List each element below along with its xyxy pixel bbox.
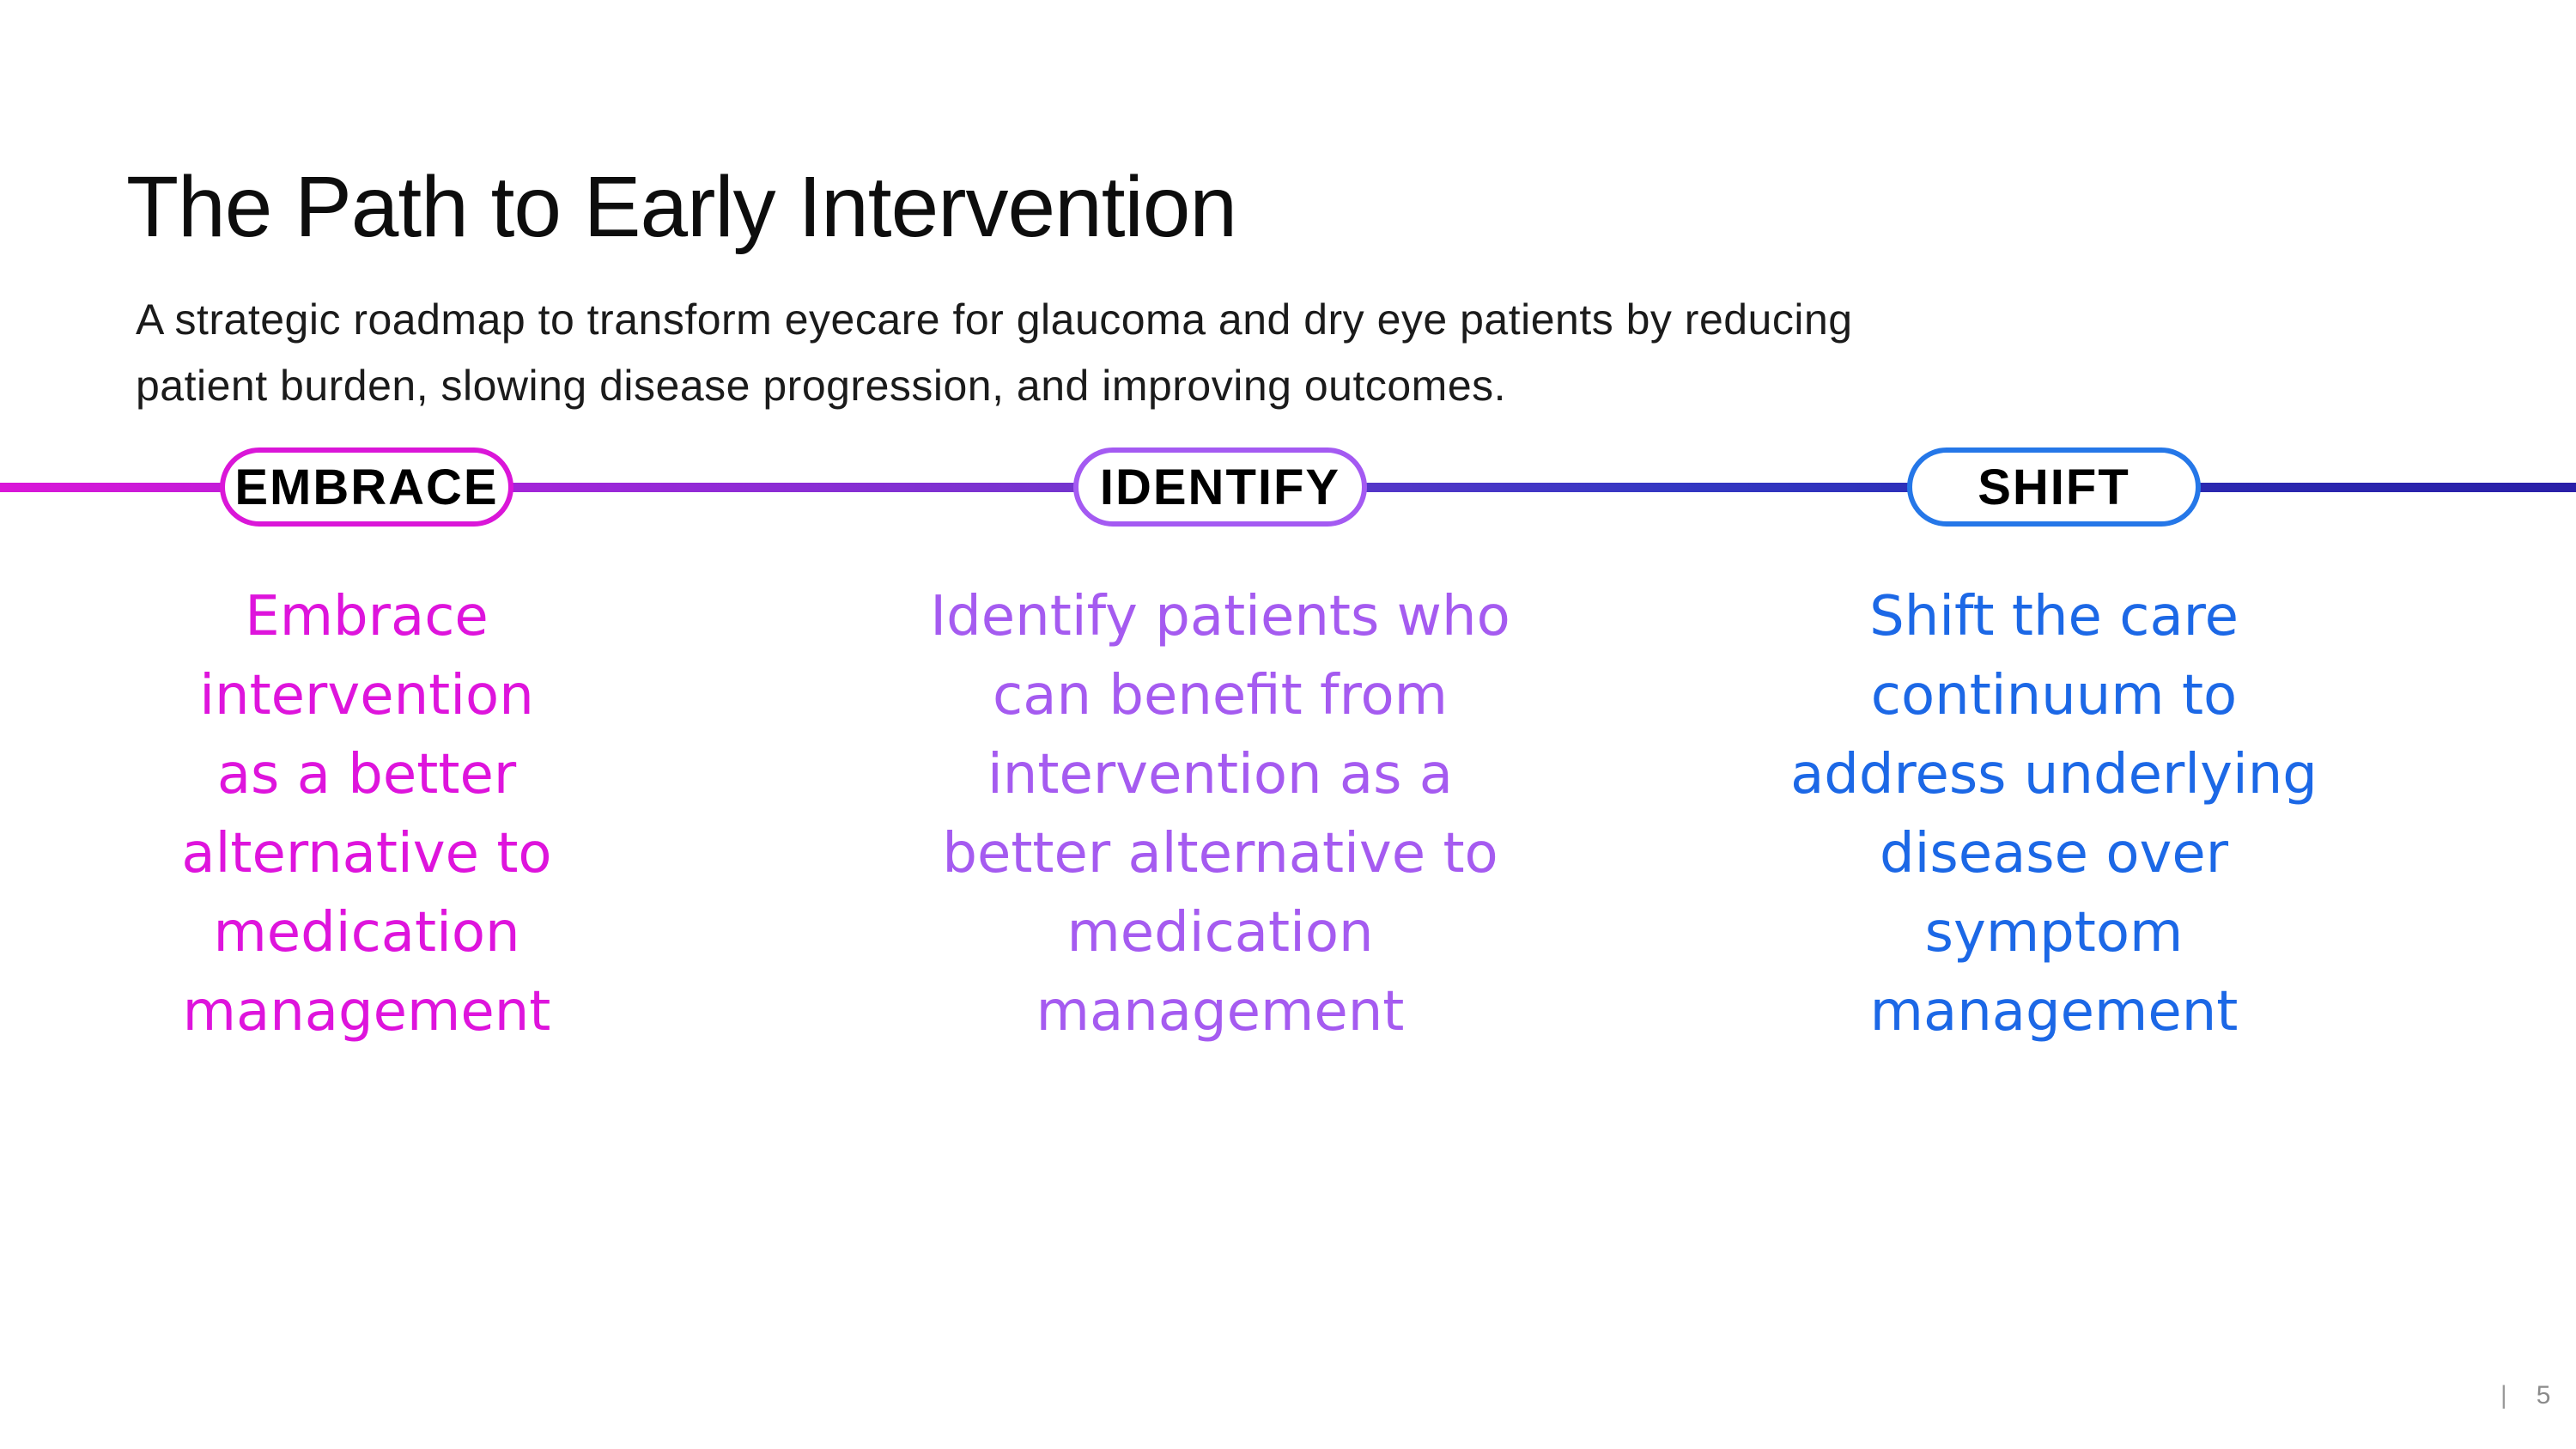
footer-divider: |: [2500, 1381, 2507, 1409]
timeline-step-label: SHIFT: [1978, 459, 2130, 515]
timeline-step-description-identify: Identify patients who can benefit from i…: [930, 585, 1510, 1044]
page-subtitle: A strategic roadmap to transform eyecare…: [136, 295, 1853, 410]
page-footer: | 5: [2500, 1381, 2550, 1410]
timeline-step-pill-shift: SHIFT: [1907, 447, 2201, 527]
timeline-step-description-embrace: Embrace intervention as a better alterna…: [181, 585, 552, 1044]
timeline-step-description-shift: Shift the care continuum to address unde…: [1790, 585, 2318, 1044]
timeline-step-label: EMBRACE: [234, 459, 499, 515]
page-title: The Path to Early Intervention: [126, 159, 1237, 255]
timeline-step-pill-identify: IDENTIFY: [1073, 447, 1367, 527]
timeline-step-pill-embrace: EMBRACE: [220, 447, 513, 527]
timeline-step-label: IDENTIFY: [1099, 459, 1341, 515]
page-number: 5: [2536, 1381, 2551, 1409]
